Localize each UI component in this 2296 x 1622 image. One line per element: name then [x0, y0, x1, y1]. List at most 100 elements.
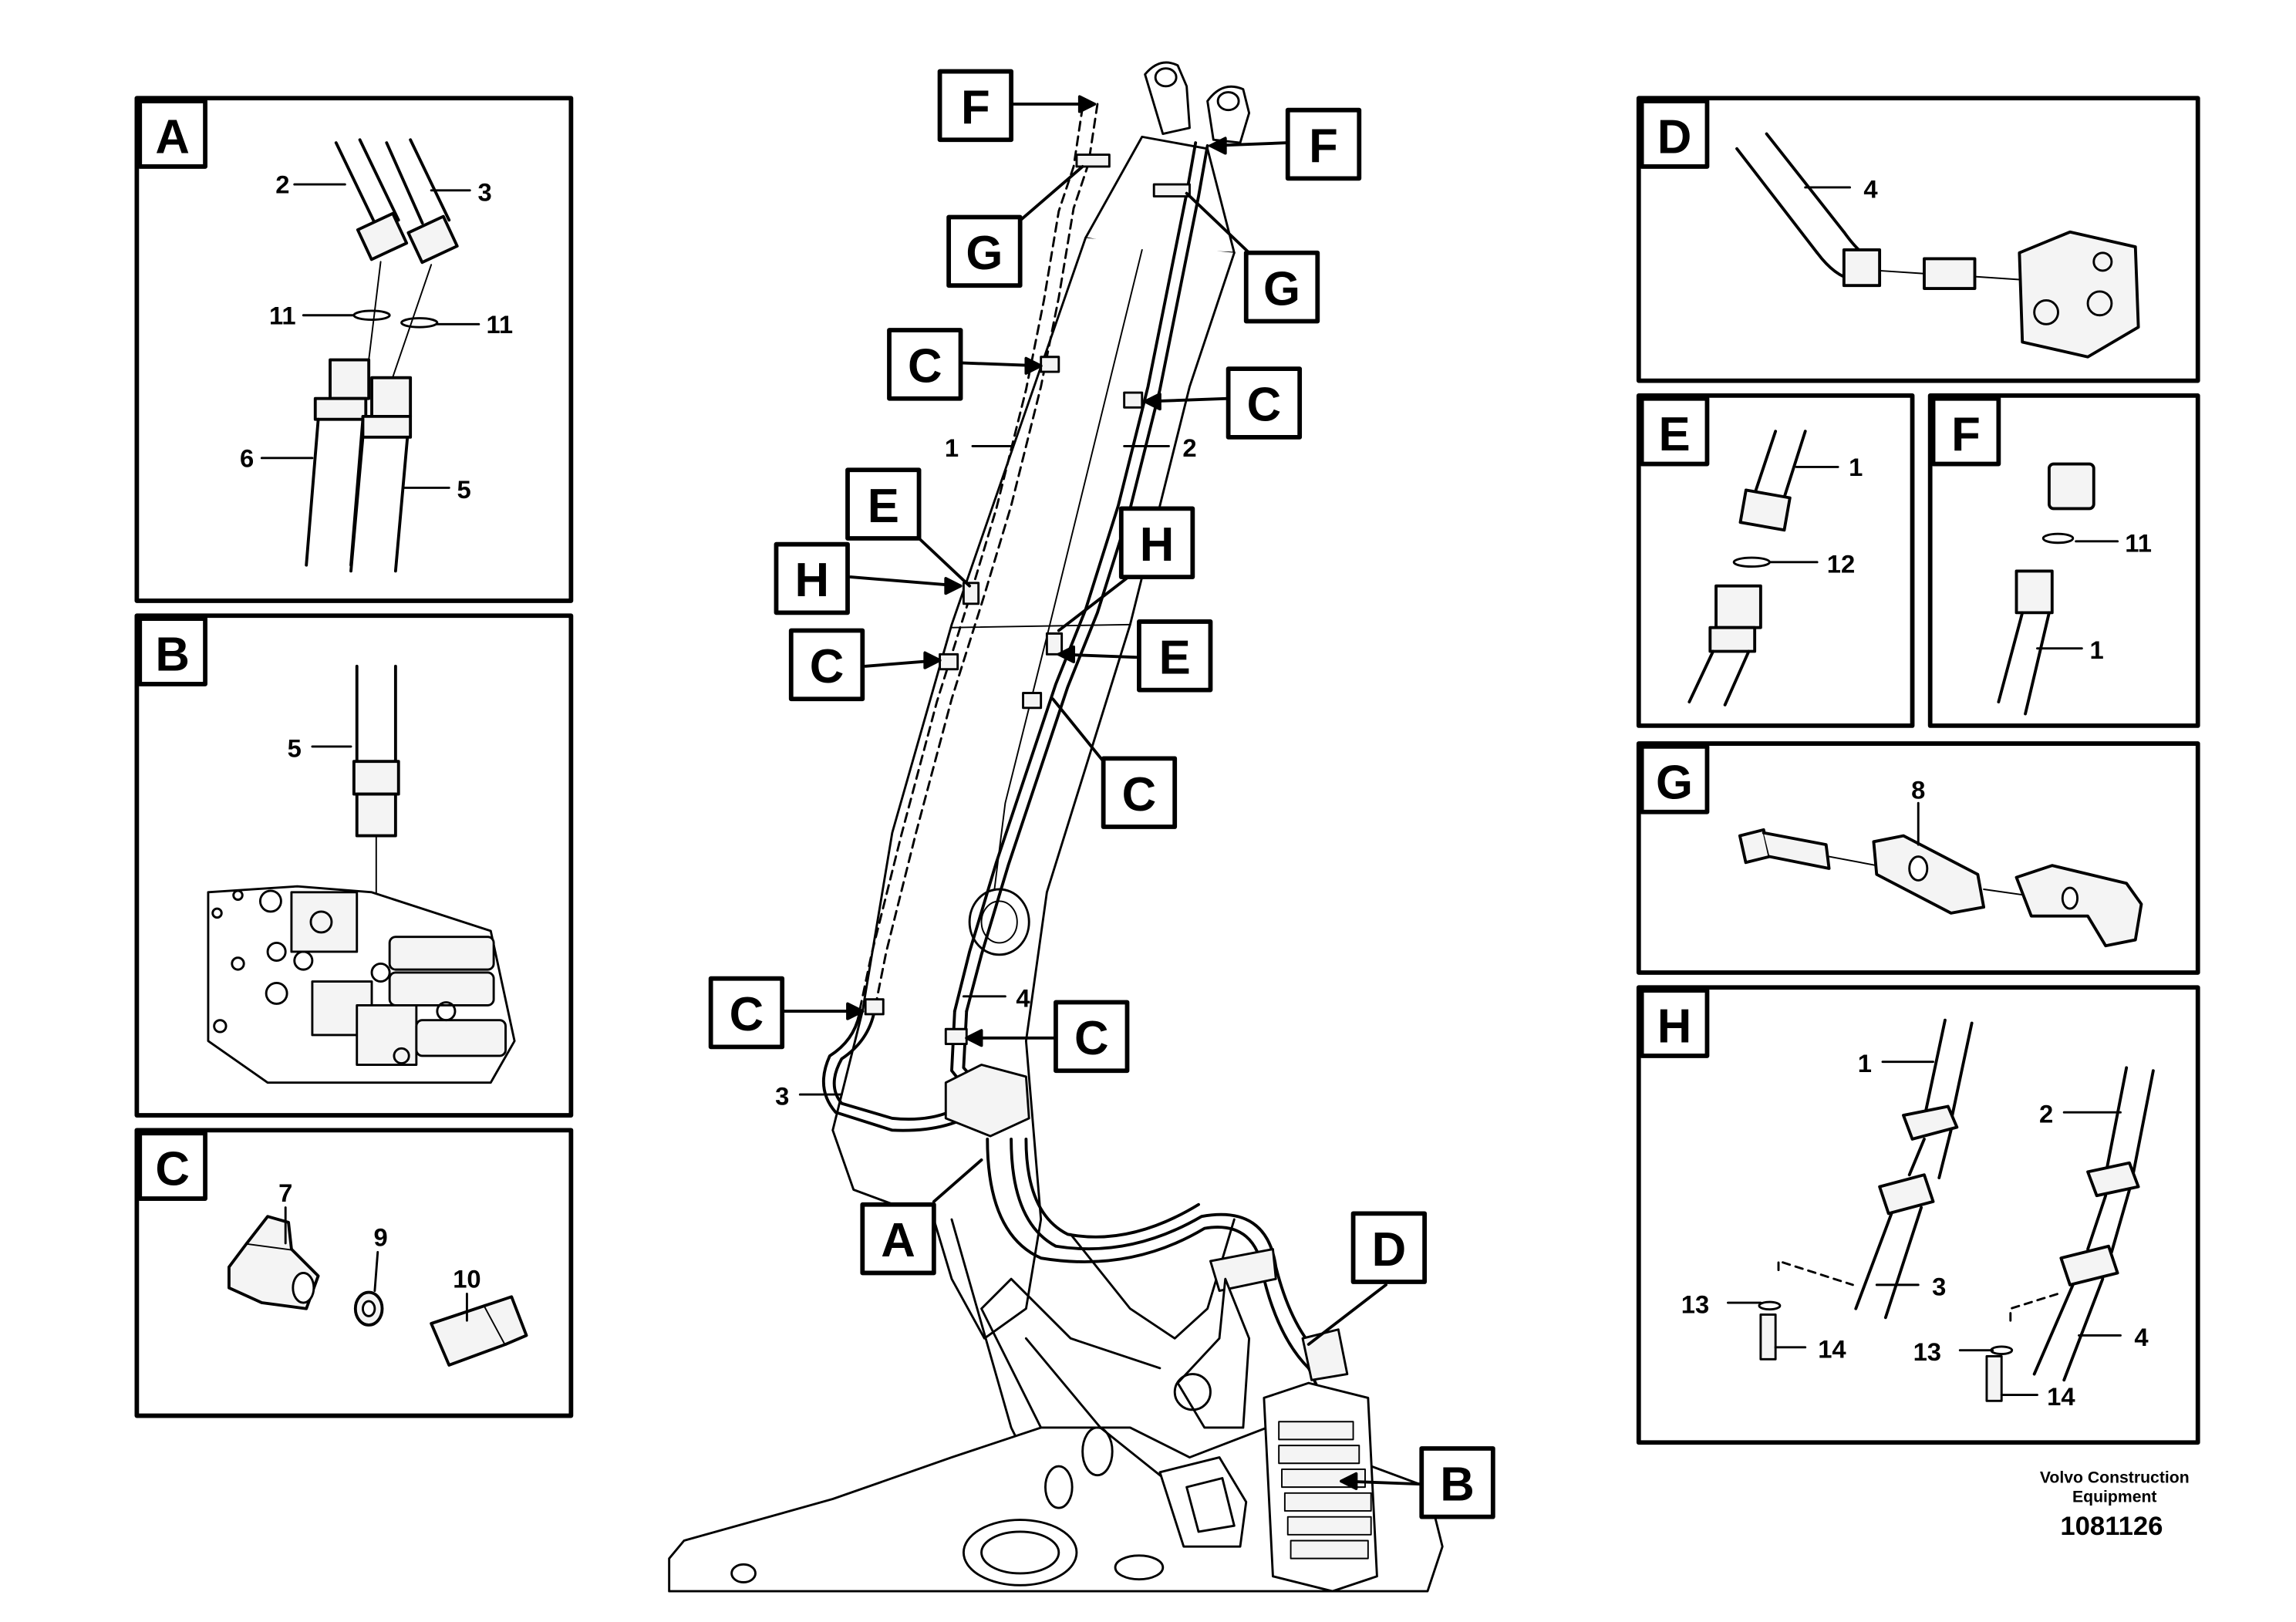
callout-label: A — [881, 1214, 915, 1267]
hose-5 — [355, 664, 397, 764]
panel-d: D 4 — [1636, 96, 2200, 383]
panel-a: A 2 3 11 11 6 5 — [134, 96, 574, 603]
pipe-1 — [1753, 430, 1807, 498]
hose-5 — [349, 435, 410, 573]
callout-label: C — [1074, 1012, 1109, 1065]
part-number: 1 — [1849, 453, 1863, 481]
callout-box-c — [708, 976, 785, 1050]
callout-label: E — [1159, 631, 1191, 684]
callout-box-h — [1118, 506, 1195, 579]
callout-label: C — [908, 340, 942, 393]
hose-3-upper — [385, 138, 451, 225]
o-ring-11 — [2041, 532, 2075, 545]
callout-label: H — [794, 554, 829, 607]
panel-g: G 8 — [1636, 741, 2200, 975]
panel-b-frame — [134, 613, 574, 1118]
pipe-3 — [1854, 1206, 1923, 1320]
part-number: 13 — [1913, 1337, 1941, 1366]
panel-d-frame — [1636, 96, 2200, 383]
valve-d-main — [1301, 1328, 1349, 1381]
control-valve-block — [207, 885, 516, 1084]
part-number: 9 — [373, 1223, 387, 1252]
panel-b-letter-box — [137, 616, 207, 686]
panel-c: C 7 9 10 — [134, 1128, 574, 1418]
fitting-3 — [406, 214, 459, 265]
panel-f-letter: F — [1951, 408, 1981, 461]
callout-box-e — [845, 467, 922, 541]
nut-e — [1714, 584, 1762, 629]
callout-box-c — [1101, 756, 1178, 829]
part-number: 1 — [2090, 636, 2104, 664]
swing-bearing — [962, 1519, 1078, 1587]
callout-label: C — [730, 988, 764, 1041]
callout-label: B — [1440, 1458, 1475, 1511]
callout-box-c — [788, 628, 865, 702]
nut-5 — [355, 792, 397, 838]
pipe-clamps — [864, 153, 1191, 1045]
company-name-line2: Equipment — [2072, 1488, 2156, 1506]
panel-g-letter-box — [1639, 744, 1710, 814]
clamp-upper — [1902, 1104, 1959, 1141]
hose-4 — [1735, 132, 1846, 255]
o-ring-11-left — [352, 309, 391, 321]
callout-box-f — [1285, 107, 1362, 181]
callout-box-h — [774, 541, 850, 615]
guide-line — [392, 264, 433, 379]
panel-c-letter: C — [155, 1143, 190, 1196]
valve-d — [2018, 230, 2140, 359]
panel-b: B 5 — [134, 613, 574, 1118]
company-name-line1: Volvo Construction — [2040, 1469, 2190, 1486]
part-number: 1 — [1858, 1049, 1872, 1077]
part-number: 14 — [1818, 1334, 1846, 1363]
callout-box-e — [1137, 619, 1213, 693]
part-number: 13 — [1681, 1290, 1709, 1319]
panel-g-frame — [1636, 741, 2200, 975]
panel-e: E 1 12 — [1636, 393, 1915, 728]
panel-h-letter-box — [1639, 988, 1710, 1058]
ferrule-6 — [313, 396, 368, 421]
pipe-2 — [2104, 1066, 2155, 1179]
base-frame — [668, 1426, 1444, 1593]
clamp-8 — [1872, 834, 1986, 915]
callout-label: C — [1247, 379, 1282, 432]
callout-label: H — [1140, 518, 1175, 572]
callout-box-c — [1054, 1000, 1130, 1074]
fitting-block — [944, 1064, 1030, 1138]
panel-h-frame — [1636, 985, 2200, 1445]
boom-lug-left — [1144, 61, 1191, 135]
pipe-1 — [873, 103, 1099, 1013]
clamp-base-g — [2014, 864, 2143, 948]
panel-d-letter: D — [1657, 111, 1692, 164]
part-number: 3 — [477, 177, 491, 206]
panel-c-frame — [134, 1128, 574, 1418]
callout-box-c — [887, 328, 963, 401]
callout-box-g — [946, 214, 1023, 288]
panel-a-letter-box — [137, 99, 207, 169]
cap-f — [2047, 462, 2095, 511]
part-number: 11 — [2125, 528, 2152, 557]
callout-label: G — [966, 227, 1003, 280]
part-number: 8 — [1911, 775, 1925, 804]
panel-g-letter: G — [1656, 756, 1693, 809]
panel-h: H 1 2 3 4 13 14 13 14 — [1636, 985, 2200, 1445]
callout-label: C — [1122, 768, 1157, 821]
nut-5 — [370, 376, 413, 418]
fitting — [1842, 248, 1882, 288]
panel-f: F 11 1 — [1927, 393, 2200, 728]
ferrule-5 — [361, 414, 413, 439]
panel-e-letter-box — [1639, 396, 1710, 467]
part-number: 5 — [288, 733, 302, 762]
pipe-1 — [1997, 611, 2051, 716]
part-number: 10 — [453, 1265, 480, 1293]
callouts: F F G G C C E H H C E C C C A D B — [708, 69, 1495, 1519]
main-assembly: 1 2 3 4 — [668, 61, 1444, 1593]
hose-2-upper — [334, 138, 400, 225]
part-number: 5 — [457, 475, 470, 504]
pipe-4 — [2032, 1277, 2105, 1382]
bolt-14 — [1759, 1313, 1777, 1361]
callout-box-g — [1243, 250, 1320, 324]
part-number: 2 — [1182, 433, 1196, 462]
bolt-14 — [1985, 1354, 2003, 1402]
guide-line — [368, 261, 382, 361]
